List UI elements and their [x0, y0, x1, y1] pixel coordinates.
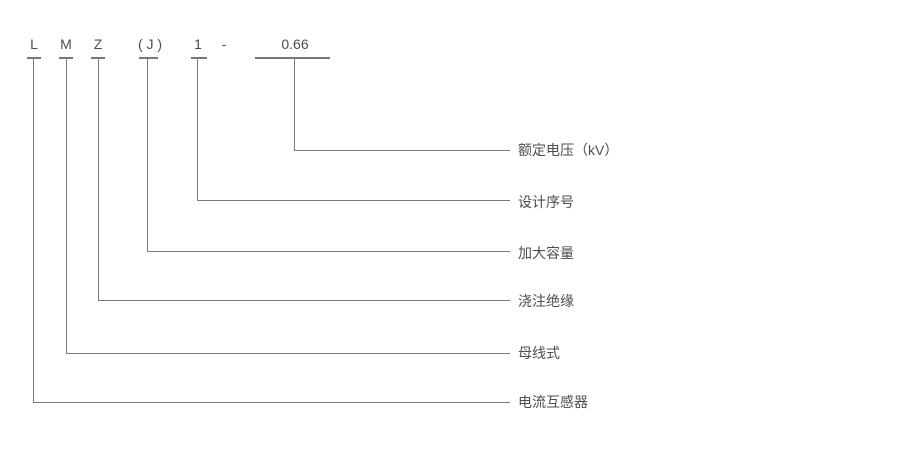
connector-vline-design-serial [197, 59, 198, 200]
code-underline-m [59, 57, 73, 59]
connector-hline-increased-capacity [147, 251, 510, 252]
connector-vline-increased-capacity [147, 59, 148, 251]
code-separator-dash: - [221, 36, 227, 52]
connector-vline-cast-insulation [98, 59, 99, 300]
connector-hline-cast-insulation [98, 300, 510, 301]
connector-vline-rated-voltage [294, 59, 295, 150]
connector-hline-current-transformer [33, 402, 510, 403]
code-underline-z [91, 57, 105, 59]
code-underline-l [27, 57, 41, 59]
legend-label-busbar-type: 母线式 [518, 345, 560, 361]
code-voltage-0-66: 0.66 [281, 36, 309, 52]
legend-label-rated-voltage: 额定电压（kV） [518, 142, 619, 158]
code-letter-z: Z [93, 36, 103, 52]
connector-hline-design-serial [197, 200, 510, 201]
connector-vline-busbar-type [66, 59, 67, 353]
code-digit-1: 1 [194, 36, 202, 52]
legend-label-current-transformer: 电流互感器 [518, 394, 588, 410]
legend-label-cast-insulation: 浇注绝缘 [518, 293, 574, 309]
code-underline-j [139, 57, 158, 59]
legend-label-design-serial: 设计序号 [518, 194, 574, 210]
code-letter-j: ( J ) [137, 36, 163, 52]
code-letter-l: L [30, 36, 38, 52]
code-letter-m: M [60, 36, 72, 52]
code-underline-1 [191, 57, 207, 59]
connector-hline-rated-voltage [294, 150, 510, 151]
code-underline-0-66 [255, 57, 330, 59]
legend-label-increased-capacity: 加大容量 [518, 245, 574, 261]
connector-vline-current-transformer [33, 59, 34, 402]
connector-hline-busbar-type [66, 353, 510, 354]
